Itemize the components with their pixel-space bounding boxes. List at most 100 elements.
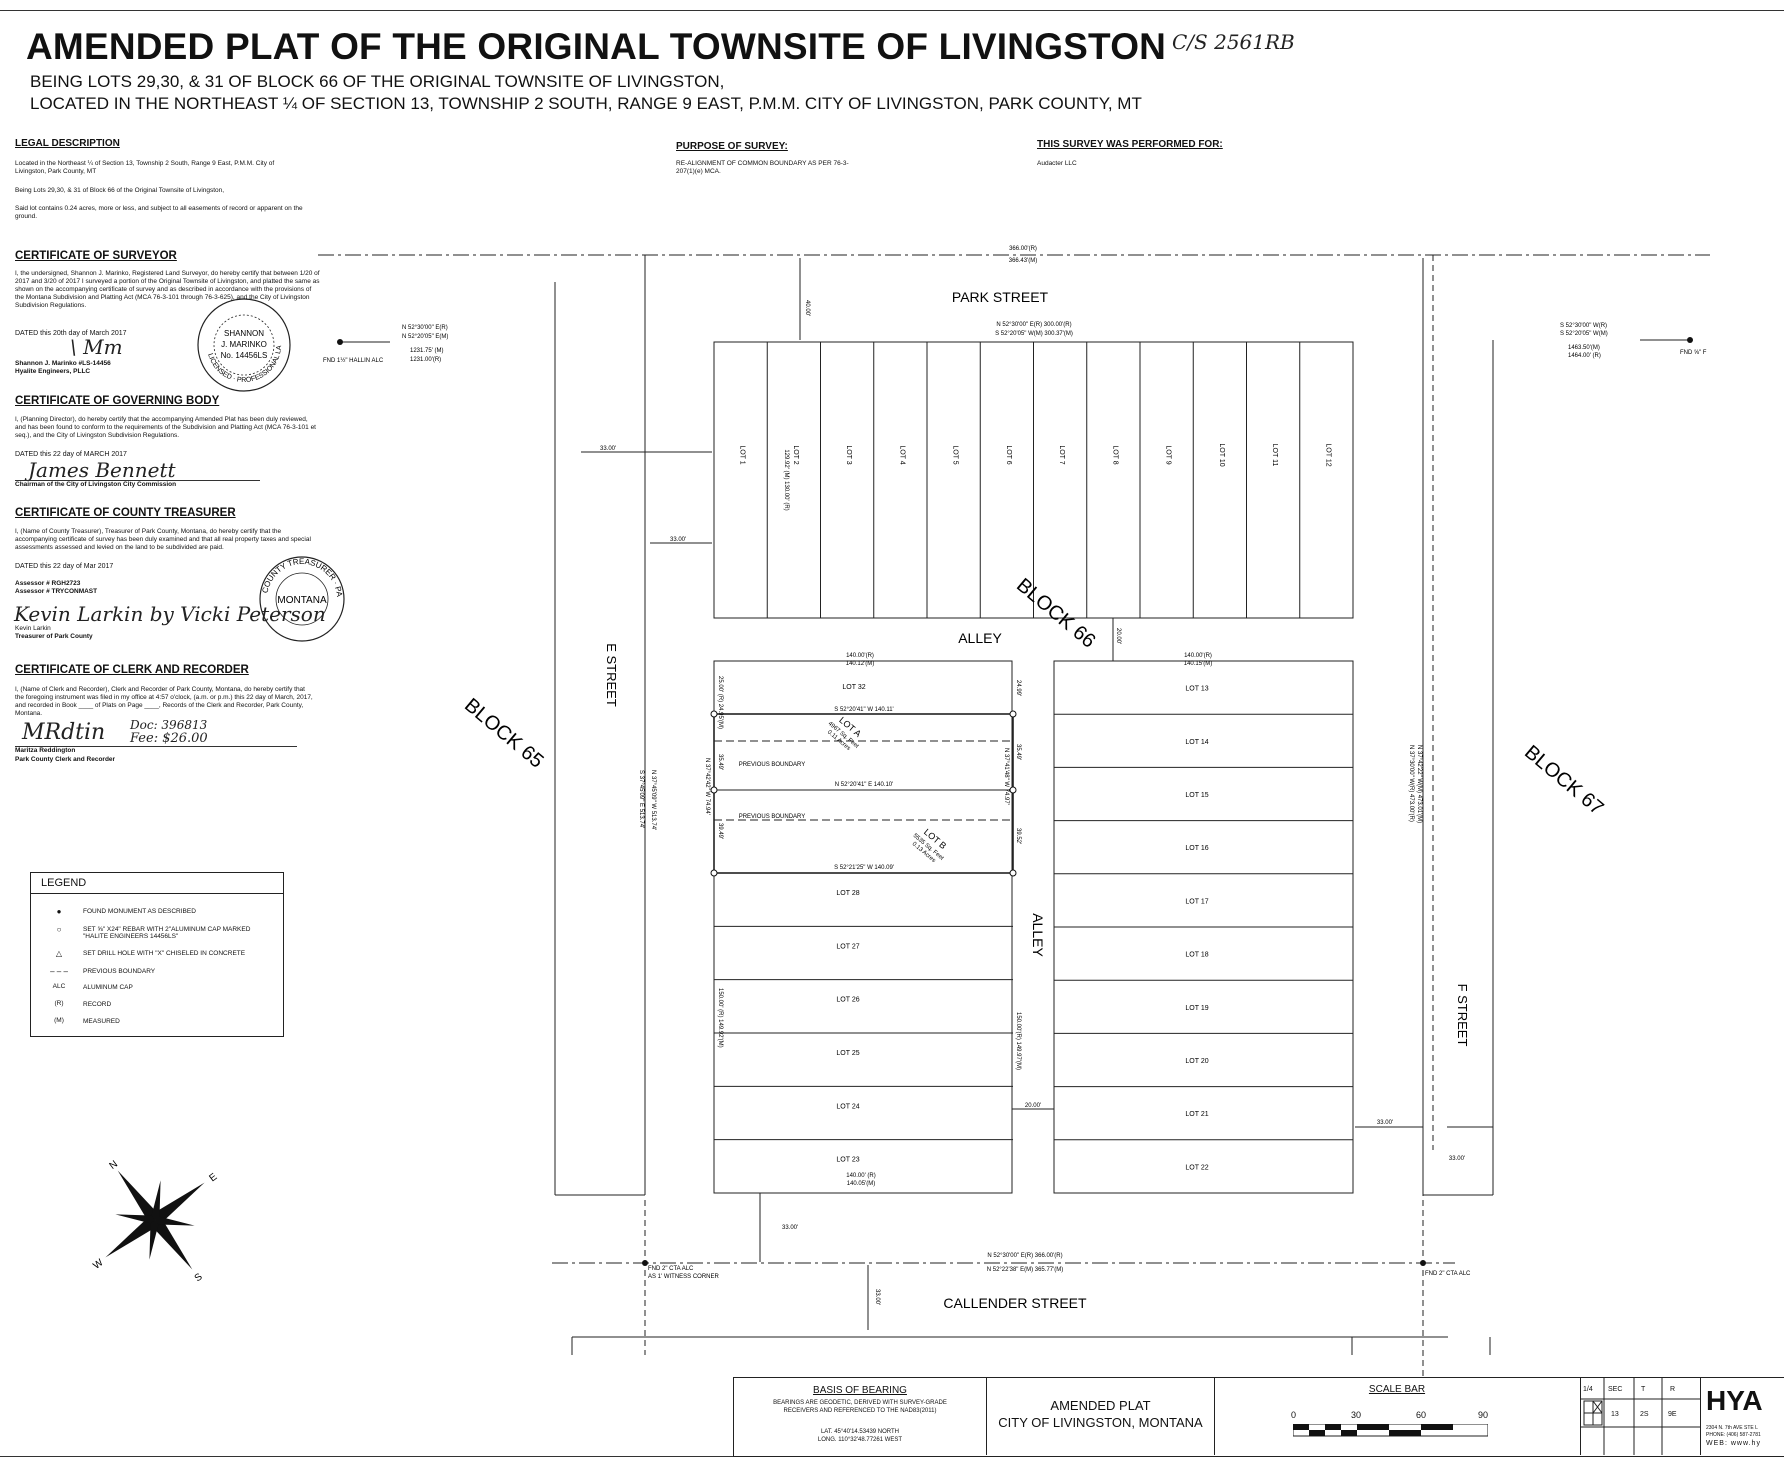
monument-se [1420,1260,1426,1266]
east-lot-label: LOT 18 [1185,952,1208,959]
north-lot-label: LOT 1 [739,445,746,464]
legal-p3: Said lot contains 0.24 acres, more or le… [15,205,303,220]
legend-symbol: △ [55,949,63,958]
dim-e-dist-m: 1463.50'(M) [1568,345,1600,351]
rebar-set [1009,869,1017,877]
dim-33-f: 33.00' [874,1289,880,1305]
rebar-set [1009,786,1017,794]
rebar-set [710,710,718,718]
surveyor-seal: SHANNON J. MARINKO No. 14456LS LICENSED … [195,296,291,392]
dim-e-dist-r: 1464.00' (R) [1568,353,1601,359]
legend-text: PREVIOUS BOUNDARY [83,968,156,975]
sec-value: 9E [1668,1411,1677,1418]
plat-name-1: AMENDED PLAT [1050,1398,1151,1413]
logo-text: HYA [1706,1385,1763,1416]
seal-line-1: SHANNON [224,329,264,338]
dim-l32-m: 140.12'(M) [846,661,875,667]
dim-33-b: 33.00' [670,537,686,543]
sec-header: 1/4 [1583,1386,1593,1393]
dim-l23-m: 140.05'(M) [847,1181,876,1187]
block-67: BLOCK 67 [1520,741,1607,819]
governing-sig-line [15,480,260,481]
dim-l23-r: 140.00' (R) [846,1173,876,1179]
street-f: F STREET [1455,984,1470,1047]
alley-vertical: ALLEY [1030,913,1046,957]
treasurer-dated: DATED this 22 day of Mar 2017 [15,563,114,570]
scale-heading: SCALE BAR [1368,1384,1426,1395]
dim-l32-side: 25.00' (R) 24.95'(M) [717,676,723,729]
dim-lot1-len: 129.92' (M) 130.00' (R) [783,449,789,510]
scale-bar [1293,1424,1488,1437]
clerk-name: Maritza Reddington [15,747,76,754]
scale-tick-60: 60 [1416,1410,1427,1420]
north-lot-label: LOT 10 [1218,443,1225,466]
dim-e-bear-m: S 52°20'05" W(M) [1560,331,1608,337]
west-lot-label: LOT 23 [836,1157,859,1164]
clerk-doc: Doc: 396813 [130,718,208,732]
seal-line-3: No. 14456LS [221,351,268,360]
title-block [733,1377,1784,1457]
clerk-text: I, (Name of Clerk and Recorder), Clerk a… [15,686,313,717]
logo-address-2: PHONE: (406) 587-2781 [1706,1432,1761,1438]
west-lot-label: LOT 28 [836,890,859,897]
dim-park-m: S 52°20'05" W(M) 300.37'(M) [995,331,1073,337]
governing-text: I, (Planning Director), do hereby certif… [15,416,316,439]
block-65: BLOCK 65 [460,694,547,772]
surveyor-name: Shannon J. Marinko #LS-14456 [15,360,111,367]
legend-symbol: ○ [56,925,62,934]
north-lot-label: LOT 11 [1271,444,1278,467]
dim-33-a: 33.00' [600,446,616,452]
performed-for-heading: THIS SURVEY WAS PERFORMED FOR: [1037,139,1223,150]
dim-top-r: 366.00'(R) [1009,246,1037,252]
dim-w-dist-m: 1231.75' (M) [410,348,444,354]
monument-west [337,339,343,345]
basis-lat: LAT. 45°40'14.53439 NORTH [820,1429,900,1435]
legend-symbol: (M) [54,1017,64,1024]
dim-33-c: 33.00' [1377,1120,1393,1126]
purpose-heading: PURPOSE OF SURVEY: [676,141,788,152]
dim-f-st-bear2: N 37°42'22" W(M) 473.01'(M) [1416,745,1422,823]
sec-header: SEC [1608,1386,1623,1393]
east-lot-label: LOT 14 [1185,739,1208,746]
scale-tick-30: 30 [1351,1410,1362,1420]
street-park: PARK STREET [952,289,1049,305]
legal-p2: Being Lots 29,30, & 31 of Block 66 of th… [15,187,225,194]
east-lot-label: LOT 13 [1185,686,1208,693]
legend-symbol: ALC [52,983,66,990]
north-lot-label: LOT 9 [1165,445,1172,464]
dim-top-m: 366.43'(M) [1009,258,1038,264]
dim-witness: AS 1' WITNESS CORNER [648,1274,719,1280]
handwritten-ref: C/S 2561RB [1172,30,1295,54]
dim-e-bear-r: S 52°30'00" W(R) [1560,323,1607,329]
north-lot-label: LOT 7 [1058,445,1065,464]
legend-text: SET DRILL HOLE WITH "X" CHISELED IN CONC… [83,950,246,957]
rebar-set [710,869,718,877]
seal-line-2: J. MARINKO [221,340,267,349]
basis-text: BEARINGS ARE GEODETIC, DERIVED WITH SURV… [773,1400,947,1414]
clerk-sig-line [15,746,297,747]
west-lot-label: LOT 26 [836,997,859,1004]
dim-east-150: 150.00'(R) 149.97'(M) [1015,1012,1021,1070]
dim-w-bear-r: N 52°30'00" E(R) [402,325,448,331]
east-lot-label: LOT 17 [1185,898,1208,905]
east-lot-label: LOT 20 [1185,1058,1208,1065]
north-lot-label: LOT 3 [845,445,852,464]
governing-dated: DATED this 22 day of MARCH 2017 [15,451,127,458]
west-lot-label: LOT 25 [836,1050,859,1057]
legal-p1: Located in the Northeast ¼ of Section 13… [15,160,275,175]
legend-row: (M) MEASURED [31,1017,281,1033]
clerk-title: Park County Clerk and Recorder [15,756,116,763]
legend-text: MEASURED [83,1018,120,1025]
surveyor-company: Hyalite Engineers, PLLC [15,368,91,375]
legend-symbol: – – – [50,967,68,976]
legend-heading: LEGEND [41,877,87,889]
dim-fnd-cta-e: FND 2" CTA ALC [1425,1271,1471,1277]
dim-la-top: S 52°20'41" W 140.11' [834,707,893,713]
dim-e-st-bear: N 37°45'09" W 513.74' [650,770,656,830]
treasurer-signature: Kevin Larkin by Vicki Peterson [14,602,326,626]
treasurer-heading: CERTIFICATE OF COUNTY TREASURER [15,507,236,519]
dim-park-r: N 52°30'00" E(R) 300.00'(R) [996,322,1071,328]
north-lot-label: LOT 12 [1324,443,1331,466]
